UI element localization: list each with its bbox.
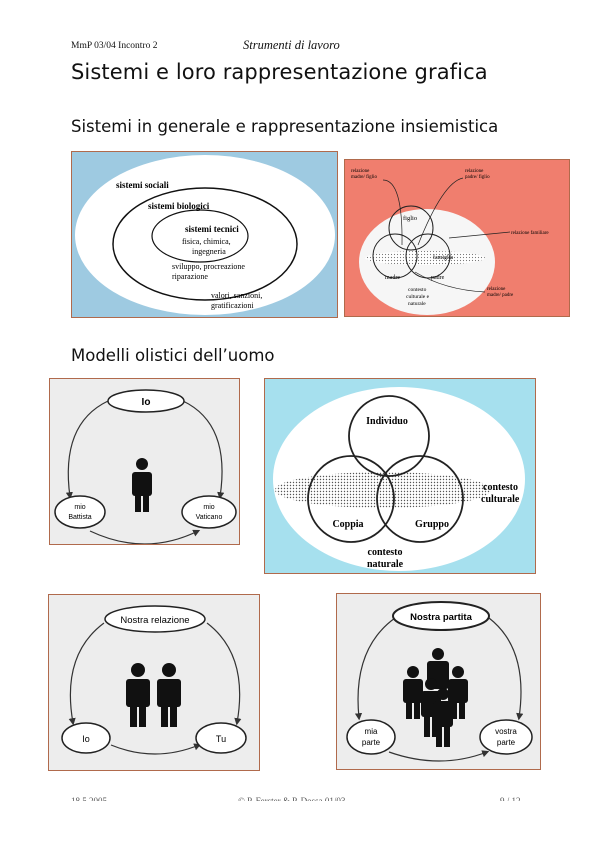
label-family: famiglia — [433, 254, 453, 261]
rel-mother-father-1: relazione — [487, 287, 506, 292]
couple-circle — [307, 455, 395, 543]
bio-systems-ellipse — [112, 187, 298, 301]
tech-line-2: ingegneria — [192, 247, 226, 256]
family-relations-diagram: relazione madre/ figlio relazione padre/… — [351, 169, 549, 315]
bio-line-1: sviluppo, procreazione — [172, 262, 245, 271]
social-line-2: gratificazioni — [211, 301, 254, 310]
cultural-band — [275, 472, 491, 508]
footer-page-number: 9 / 12 — [500, 796, 521, 801]
rel-father-child-1: relazione — [465, 169, 484, 174]
crowd-icon — [403, 648, 468, 747]
arc-bottom — [89, 529, 201, 544]
label-battista-2: Battista — [68, 514, 91, 521]
label-vaticano-2: Vaticano — [196, 514, 223, 521]
label-social: sistemi sociali — [116, 180, 169, 190]
label-my-side-2: parte — [362, 738, 381, 747]
context-line-2: culturale e — [406, 294, 430, 300]
label-mother: madre — [385, 275, 400, 281]
arc-rel-left — [68, 622, 105, 726]
context-line-3: naturale — [408, 301, 426, 307]
node-our-match — [392, 601, 490, 631]
label-cultural-2: culturale — [481, 494, 520, 505]
group-circle — [376, 455, 464, 543]
node-my-side — [346, 719, 396, 755]
node-your-side — [479, 719, 533, 755]
figure-our-relation: Nostra relazione Io Tu — [48, 594, 260, 771]
figure-io-cycle: Io mio Battista mio Vaticano — [49, 378, 240, 545]
nested-systems-diagram: sistemi sociali sistemi biologici sistem… — [75, 155, 335, 315]
io-cycle-diagram: Io mio Battista mio Vaticano — [54, 389, 237, 544]
label-your-side-2: parte — [497, 738, 516, 747]
rel-mother-father-2: madre/ padre — [487, 293, 514, 298]
arc-top-left — [65, 400, 109, 500]
our-relation-diagram: Nostra relazione Io Tu — [61, 605, 247, 755]
context-line-1: contesto — [408, 287, 427, 293]
figure-nested-systems: sistemi sociali sistemi biologici sistem… — [71, 151, 338, 318]
label-natural-2: naturale — [367, 559, 404, 570]
father-circle — [405, 233, 451, 279]
arc-match-bottom — [388, 750, 490, 762]
rel-mother-child-2: madre/ figlio — [351, 175, 377, 180]
bio-line-2: riparazione — [172, 272, 208, 281]
footer-date: 18.5.2005 — [71, 796, 107, 801]
figure-our-match: Nostra partita mia parte vostra parte — [336, 593, 541, 770]
mother-circle — [372, 233, 418, 279]
social-systems-ellipse — [75, 155, 335, 315]
our-match-diagram: Nostra partita mia parte vostra parte — [346, 601, 533, 762]
label-our-relation: Nostra relazione — [120, 615, 189, 626]
figure-holistic-venn: Individuo Coppia Gruppo contesto cultura… — [264, 378, 536, 574]
person-icon — [132, 458, 152, 512]
label-couple: Coppia — [332, 519, 363, 530]
tech-systems-ellipse — [151, 209, 249, 263]
label-our-match: Nostra partita — [410, 612, 472, 623]
node-io — [107, 389, 185, 413]
page-title: Sistemi e loro rappresentazione grafica — [71, 60, 488, 84]
arc-rel-bottom — [110, 743, 202, 755]
label-child: figlio — [403, 215, 417, 222]
label-battista-1: mio — [74, 504, 85, 511]
rel-mother-child-1: relazione — [351, 169, 370, 174]
label-your-side-1: vostra — [495, 727, 517, 736]
line-family — [448, 231, 511, 239]
label-my-side-1: mia — [365, 727, 378, 736]
label-vaticano-1: mio — [203, 504, 214, 511]
node-vaticano — [181, 495, 237, 529]
section-heading-systems: Sistemi in generale e rappresentazione i… — [71, 117, 499, 136]
figure-family-relations: relazione madre/ figlio relazione padre/… — [344, 159, 570, 317]
label-cultural-1: contesto — [483, 482, 518, 493]
header-course-info: MmP 03/04 Incontro 2 — [71, 41, 158, 51]
node-battista — [54, 495, 106, 529]
rel-family: relazione familiare — [511, 231, 549, 236]
family-band — [365, 251, 485, 265]
node-our-relation — [104, 605, 206, 633]
line-mother-father — [414, 271, 486, 293]
label-bio: sistemi biologici — [148, 201, 210, 211]
line-mother-child — [382, 179, 403, 246]
footer-credits: © P. Ferster & P. Dossa 01/03 — [238, 796, 346, 801]
label-group: Gruppo — [415, 519, 449, 530]
node-rel-tu — [195, 722, 247, 754]
line-father-child — [417, 177, 464, 246]
label-rel-tu: Tu — [216, 734, 226, 744]
label-io: Io — [142, 397, 151, 408]
rel-father-child-2: padre/ figlio — [465, 175, 490, 180]
arc-match-right — [488, 617, 524, 721]
individual-circle — [348, 395, 430, 477]
node-rel-io — [61, 722, 111, 754]
arc-top-right — [182, 400, 225, 500]
label-rel-io: Io — [82, 734, 90, 744]
holistic-venn-diagram: Individuo Coppia Gruppo contesto cultura… — [273, 387, 525, 571]
label-natural-1: contesto — [368, 547, 403, 558]
label-father: padre — [431, 275, 445, 281]
section-heading-holistic: Modelli olistici dell’uomo — [71, 346, 275, 365]
header-chapter-title: Strumenti di lavoro — [243, 38, 340, 52]
two-persons-icon — [126, 663, 181, 727]
arc-rel-right — [206, 622, 242, 726]
label-individual: Individuo — [366, 416, 408, 427]
arc-match-left — [354, 617, 396, 721]
label-tech: sistemi tecnici — [185, 224, 239, 234]
social-line-1: valori, sanzioni, — [211, 291, 262, 300]
child-circle — [388, 205, 434, 251]
tech-line-1: fisica, chimica, — [182, 237, 231, 246]
